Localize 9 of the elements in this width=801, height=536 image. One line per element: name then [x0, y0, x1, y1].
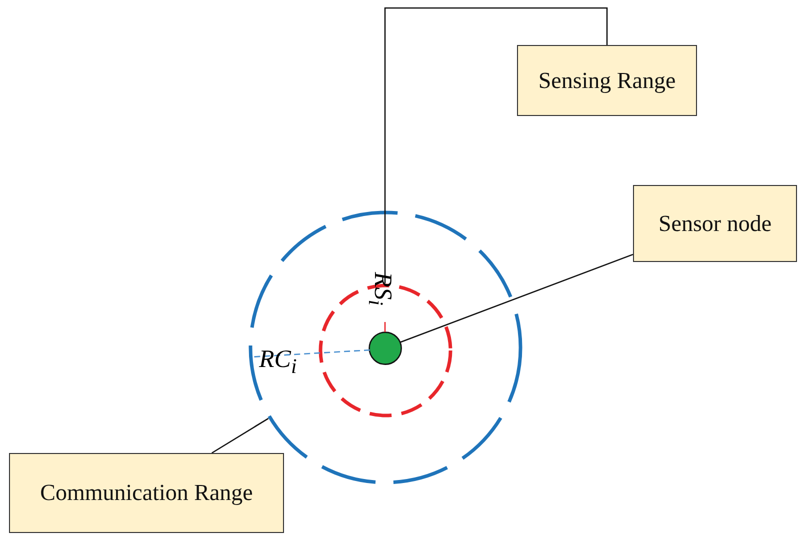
label-box: Sensor node — [633, 185, 797, 262]
sensor-node-dot — [368, 330, 402, 366]
label-box: Communication Range — [9, 453, 284, 533]
label-box: Sensing Range — [517, 45, 697, 116]
leader-line — [400, 254, 634, 343]
communication-range-circle — [246, 208, 524, 486]
leader-line — [384, 7, 608, 284]
leader-line — [212, 418, 269, 454]
radius-label: RC$_{i}$ — [259, 347, 297, 377]
